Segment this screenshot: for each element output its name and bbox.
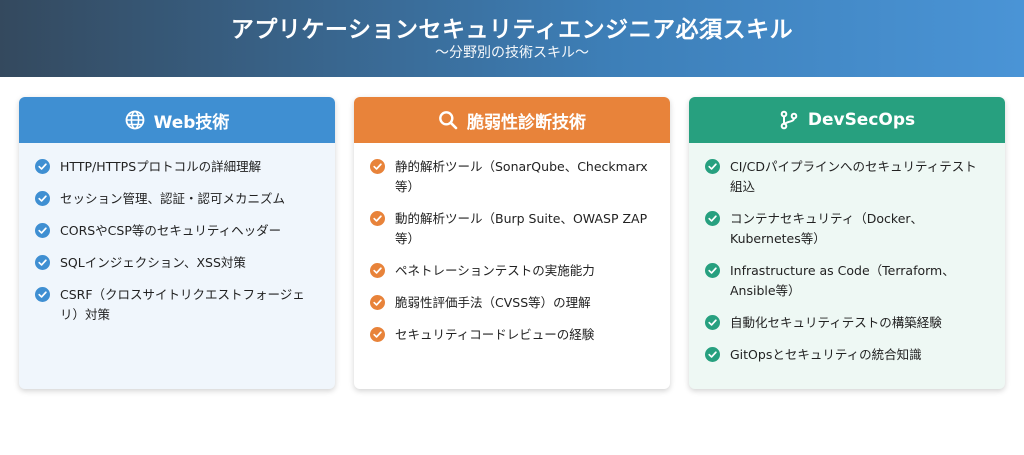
card-vulnerability: 脆弱性診断技術 静的解析ツール（SonarQube、Checkmarx等） 動的…: [354, 97, 670, 389]
list-item-text: HTTP/HTTPSプロトコルの詳細理解: [60, 159, 262, 174]
card-vulnerability-title: 脆弱性診断技術: [467, 112, 586, 133]
check-circle-icon: [705, 159, 720, 174]
check-circle-icon: [370, 295, 385, 310]
globe-icon: [125, 110, 144, 130]
check-circle-icon: [705, 347, 720, 362]
list-item: SQLインジェクション、XSS対策: [35, 253, 317, 273]
list-item-text: 動的解析ツール（Burp Suite、OWASP ZAP等）: [395, 211, 648, 246]
check-circle-icon: [705, 315, 720, 330]
list-item-text: 静的解析ツール（SonarQube、Checkmarx等）: [395, 159, 648, 194]
list-item-text: CSRF（クロスサイトリクエストフォージェリ）対策: [60, 287, 305, 322]
check-circle-icon: [35, 287, 50, 302]
list-item: ペネトレーションテストの実施能力: [370, 261, 652, 281]
branch-icon: [780, 110, 798, 130]
check-circle-icon: [35, 255, 50, 270]
list-item: CSRF（クロスサイトリクエストフォージェリ）対策: [35, 285, 317, 325]
card-web: Web技術 HTTP/HTTPSプロトコルの詳細理解 セッション管理、認証・認可…: [19, 97, 335, 389]
list-item-text: 脆弱性評価手法（CVSS等）の理解: [395, 295, 591, 310]
page-header: アプリケーションセキュリティエンジニア必須スキル 〜分野別の技術スキル〜: [0, 0, 1024, 77]
list-item-text: Infrastructure as Code（Terraform、Ansible…: [730, 263, 955, 298]
check-circle-icon: [35, 191, 50, 206]
list-item-text: コンテナセキュリティ（Docker、Kubernetes等）: [730, 211, 924, 246]
list-item: 自動化セキュリティテストの構築経験: [705, 313, 987, 333]
list-item: 動的解析ツール（Burp Suite、OWASP ZAP等）: [370, 209, 652, 249]
check-circle-icon: [370, 211, 385, 226]
search-icon: [439, 111, 458, 130]
card-web-header: Web技術: [19, 97, 335, 143]
list-item: Infrastructure as Code（Terraform、Ansible…: [705, 261, 987, 301]
list-item: HTTP/HTTPSプロトコルの詳細理解: [35, 157, 317, 177]
list-item: コンテナセキュリティ（Docker、Kubernetes等）: [705, 209, 987, 249]
card-devsecops-header: DevSecOps: [689, 97, 1005, 143]
list-item-text: CORSやCSP等のセキュリティヘッダー: [60, 223, 282, 238]
list-item-text: CI/CDパイプラインへのセキュリティテスト組込: [730, 159, 977, 194]
check-circle-icon: [705, 211, 720, 226]
list-item: GitOpsとセキュリティの統合知識: [705, 345, 987, 365]
list-item-text: セキュリティコードレビューの経験: [395, 327, 595, 342]
list-item: CI/CDパイプラインへのセキュリティテスト組込: [705, 157, 987, 197]
card-vulnerability-header: 脆弱性診断技術: [354, 97, 670, 143]
check-circle-icon: [35, 159, 50, 174]
card-devsecops-list: CI/CDパイプラインへのセキュリティテスト組込 コンテナセキュリティ（Dock…: [689, 143, 1005, 365]
page-title: アプリケーションセキュリティエンジニア必須スキル: [230, 17, 794, 43]
list-item-text: 自動化セキュリティテストの構築経験: [730, 315, 942, 330]
list-item: 静的解析ツール（SonarQube、Checkmarx等）: [370, 157, 652, 197]
list-item: セキュリティコードレビューの経験: [370, 325, 652, 345]
list-item-text: ペネトレーションテストの実施能力: [395, 263, 595, 278]
card-devsecops-title: DevSecOps: [807, 110, 916, 130]
page-subtitle: 〜分野別の技術スキル〜: [435, 45, 589, 61]
card-web-list: HTTP/HTTPSプロトコルの詳細理解 セッション管理、認証・認可メカニズム …: [19, 143, 335, 325]
list-item: CORSやCSP等のセキュリティヘッダー: [35, 221, 317, 241]
check-circle-icon: [35, 223, 50, 238]
list-item-text: セッション管理、認証・認可メカニズム: [60, 191, 286, 206]
card-devsecops: DevSecOps CI/CDパイプラインへのセキュリティテスト組込 コンテナセ…: [689, 97, 1005, 389]
check-circle-icon: [370, 159, 385, 174]
card-vulnerability-list: 静的解析ツール（SonarQube、Checkmarx等） 動的解析ツール（Bu…: [354, 143, 670, 345]
list-item-text: SQLインジェクション、XSS対策: [60, 255, 246, 270]
check-circle-icon: [370, 327, 385, 342]
list-item: 脆弱性評価手法（CVSS等）の理解: [370, 293, 652, 313]
card-web-title: Web技術: [153, 112, 230, 133]
list-item: セッション管理、認証・認可メカニズム: [35, 189, 317, 209]
check-circle-icon: [705, 263, 720, 278]
check-circle-icon: [370, 263, 385, 278]
list-item-text: GitOpsとセキュリティの統合知識: [730, 347, 922, 362]
